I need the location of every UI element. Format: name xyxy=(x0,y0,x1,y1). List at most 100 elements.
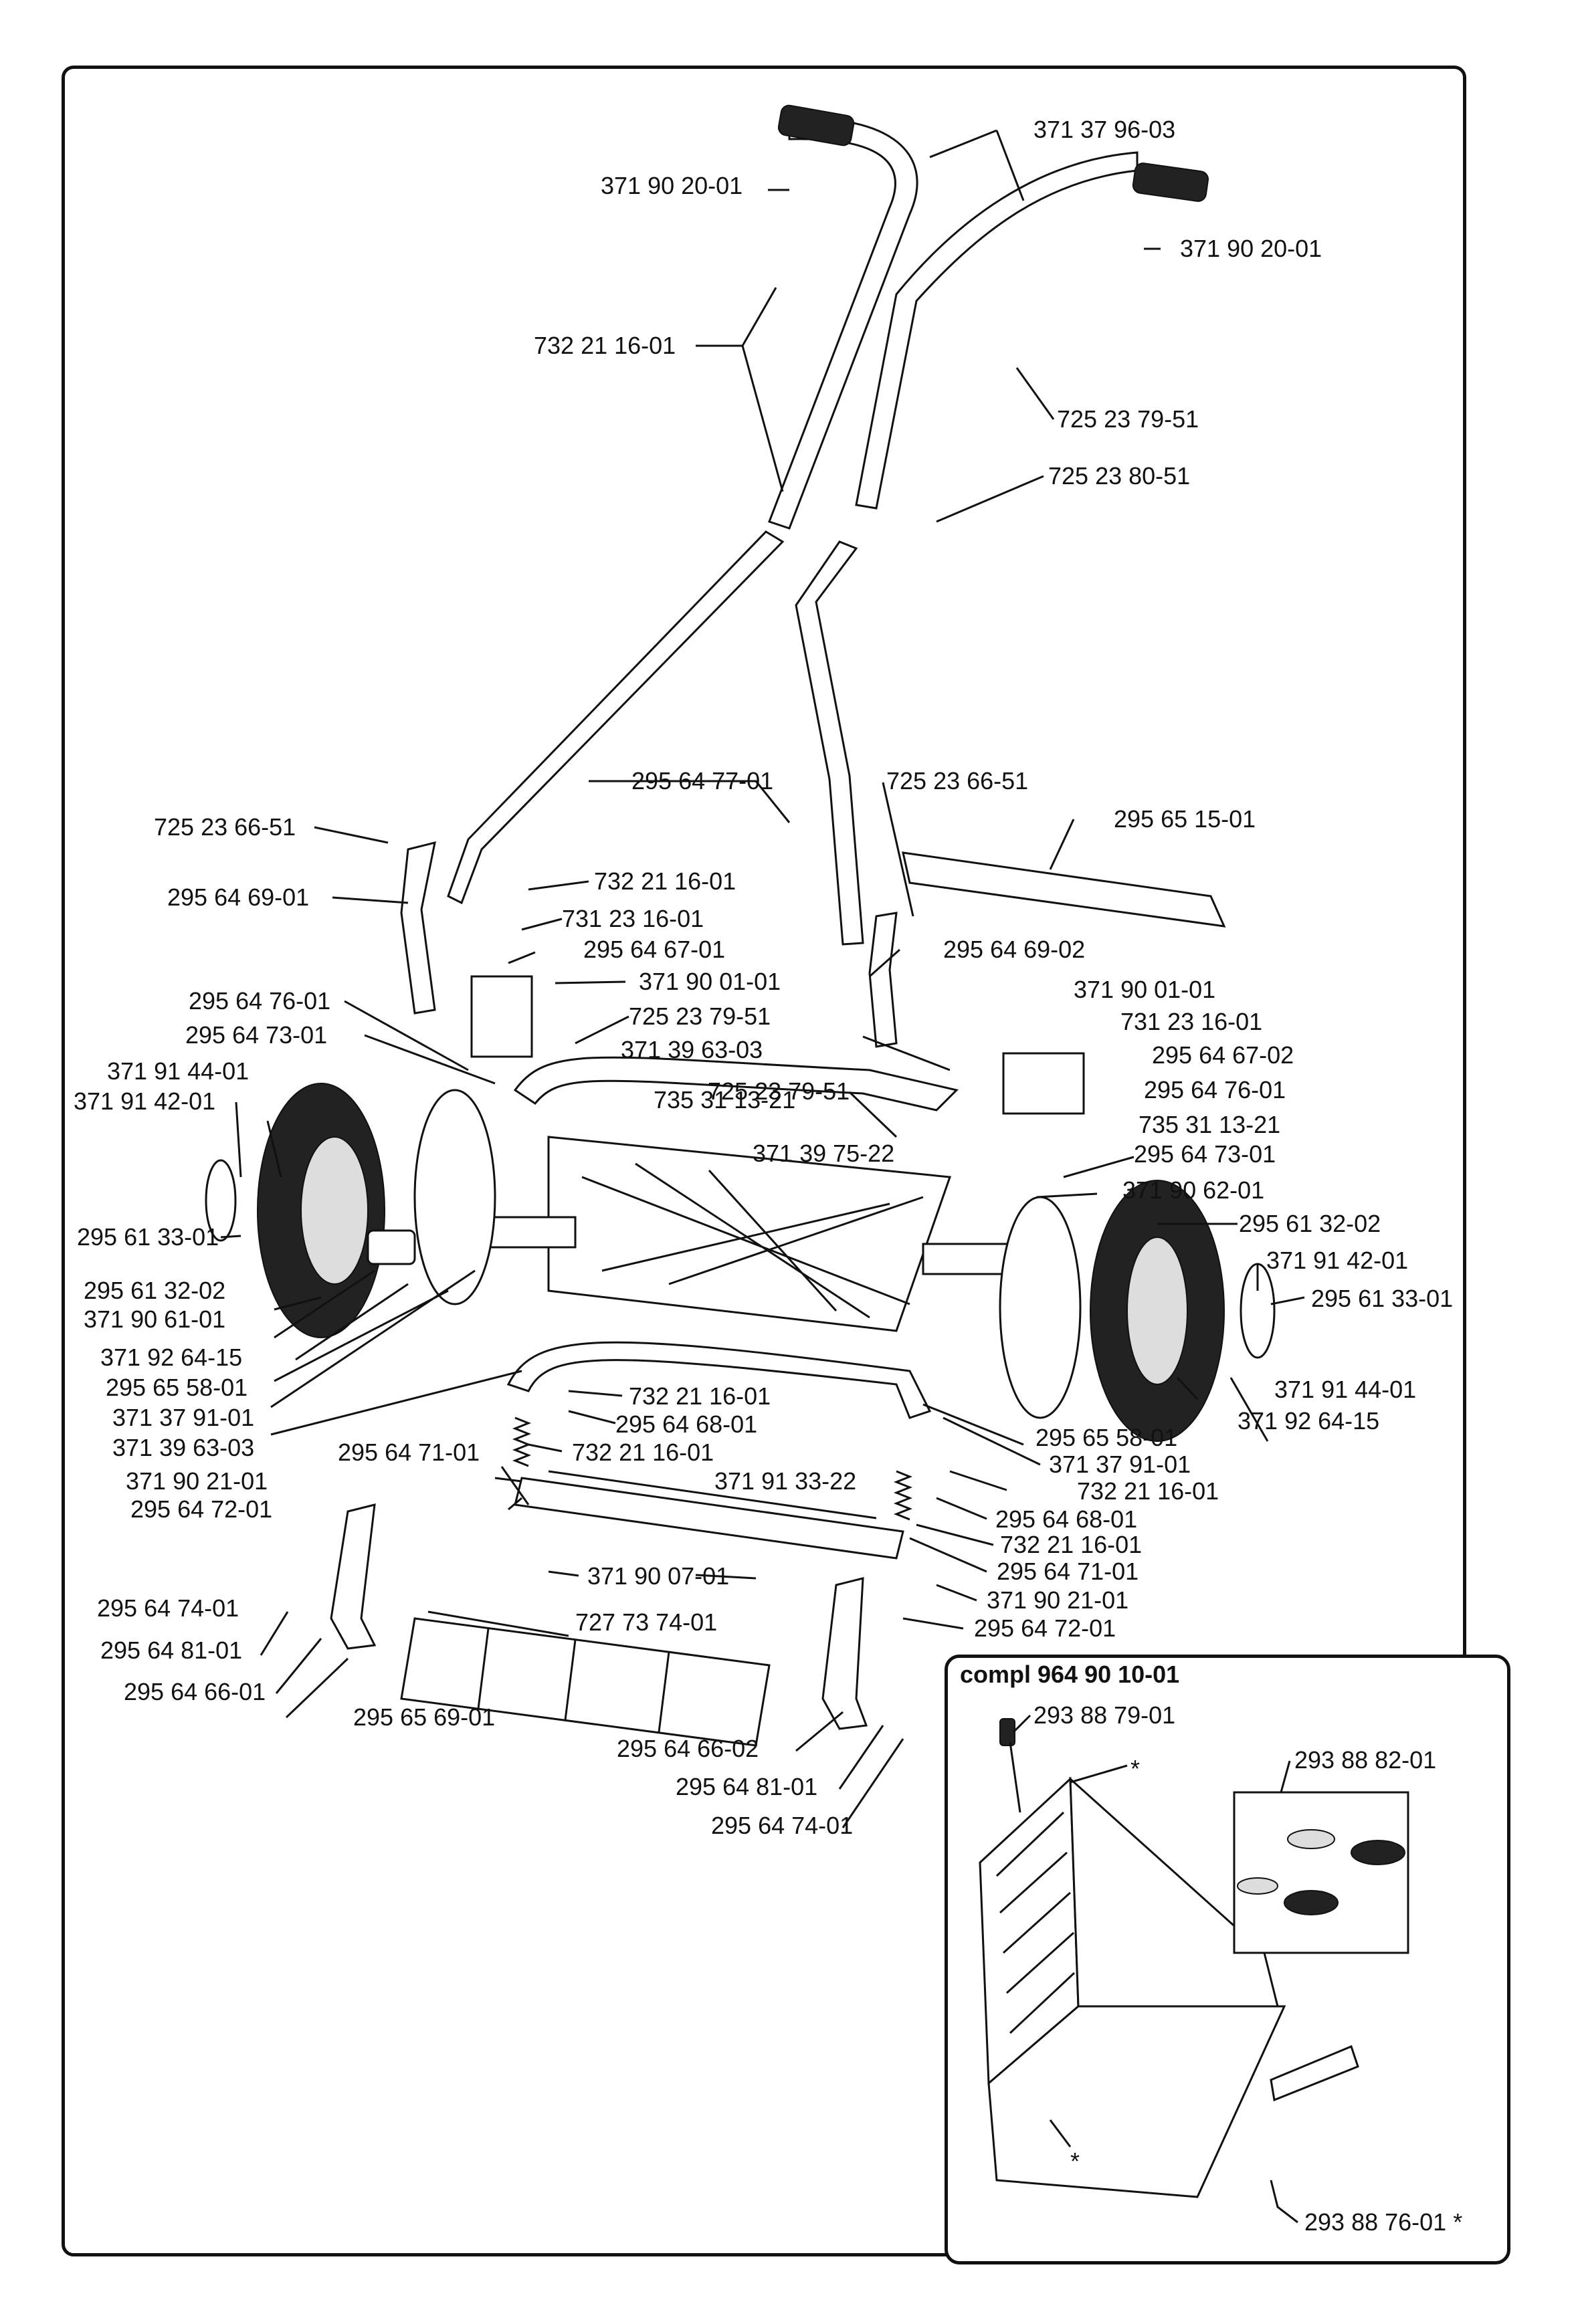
part-label: 295 64 69-01 xyxy=(167,883,310,911)
part-label: 295 64 67-02 xyxy=(1152,1041,1294,1069)
asterisk-marker: * xyxy=(1070,2147,1080,2175)
part-label: 371 92 64-15 xyxy=(100,1344,243,1371)
part-label: 371 91 44-01 xyxy=(107,1057,250,1085)
part-label: 727 73 74-01 xyxy=(575,1608,718,1636)
part-label: 295 65 15-01 xyxy=(1114,805,1256,833)
part-label: 371 91 44-01 xyxy=(1274,1376,1417,1403)
side-plate-left xyxy=(400,841,436,1015)
side-plate-right xyxy=(868,912,898,1048)
part-label: 725 23 80-51 xyxy=(1048,462,1191,490)
part-label: 732 21 16-01 xyxy=(1077,1477,1219,1505)
part-label: 295 64 68-01 xyxy=(615,1410,758,1438)
part-label: 295 64 66-02 xyxy=(617,1735,759,1762)
spring-right xyxy=(893,1470,913,1521)
part-label: 295 64 73-01 xyxy=(1134,1140,1276,1168)
part-label: 295 64 67-01 xyxy=(583,936,726,963)
handle-upper-left xyxy=(768,104,918,530)
part-label: 295 64 77-01 xyxy=(631,767,774,795)
roller-support-left xyxy=(330,1503,377,1650)
part-label: 295 64 72-01 xyxy=(974,1614,1116,1642)
part-label: 295 65 58-01 xyxy=(106,1374,248,1401)
part-label: 725 23 79-51 xyxy=(708,1077,850,1105)
part-label: 295 64 72-01 xyxy=(130,1495,273,1523)
bracket-right xyxy=(1002,1052,1085,1115)
part-label: 731 23 16-01 xyxy=(562,905,704,932)
part-label: 371 92 64-15 xyxy=(1238,1407,1380,1435)
part-label: 371 91 42-01 xyxy=(74,1087,216,1115)
handle-upper-right xyxy=(855,151,1209,510)
part-label: 371 39 75-22 xyxy=(753,1140,895,1167)
part-label: 295 65 58-01 xyxy=(1035,1424,1178,1451)
part-label: 732 21 16-01 xyxy=(1000,1531,1143,1558)
part-label: 293 88 79-01 xyxy=(1033,1701,1176,1729)
part-label: 735 31 13-21 xyxy=(654,1086,796,1114)
handle-lower-right xyxy=(795,540,864,946)
part-label: 371 91 33-22 xyxy=(714,1467,857,1495)
part-label: 731 23 16-01 xyxy=(1120,1008,1263,1035)
part-label: 295 61 33-01 xyxy=(77,1223,219,1251)
part-label: 295 61 33-01 xyxy=(1311,1285,1454,1312)
hubcap-left xyxy=(205,1159,237,1242)
part-label: 295 64 76-01 xyxy=(189,987,331,1015)
part-label: 295 61 32-02 xyxy=(1239,1210,1381,1237)
part-label: 371 90 21-01 xyxy=(126,1467,268,1495)
handle-lower-left xyxy=(447,530,785,905)
part-label: 295 64 76-01 xyxy=(1144,1076,1286,1103)
part-label: 371 39 63-03 xyxy=(112,1434,255,1461)
part-label: 371 90 20-01 xyxy=(1180,235,1322,262)
part-label: 371 90 07-01 xyxy=(587,1562,730,1590)
part-label: 732 21 16-01 xyxy=(629,1382,771,1410)
part-label: 371 90 01-01 xyxy=(1074,976,1216,1003)
part-label: 295 65 69-01 xyxy=(353,1703,496,1731)
asterisk-marker: * xyxy=(1130,1755,1141,1782)
crossbar-upper xyxy=(513,1056,959,1112)
spring-left xyxy=(512,1416,532,1467)
drive-disc-left xyxy=(413,1089,496,1305)
part-label: 725 23 79-51 xyxy=(1057,405,1199,433)
part-label: 371 91 42-01 xyxy=(1266,1247,1409,1274)
roller-support-right xyxy=(821,1577,868,1730)
crossbar-lower xyxy=(506,1341,932,1419)
part-label: 371 39 63-03 xyxy=(621,1036,763,1063)
hardware-kit-parts xyxy=(1237,1829,1405,1915)
part-label: 732 21 16-01 xyxy=(594,867,736,895)
part-label: 371 90 20-01 xyxy=(601,172,743,199)
part-label: 371 90 21-01 xyxy=(987,1586,1129,1614)
part-label: 295 64 81-01 xyxy=(100,1636,243,1664)
part-label: 371 37 91-01 xyxy=(112,1404,255,1431)
part-label: 293 88 82-01 xyxy=(1294,1746,1437,1774)
reel-cylinder xyxy=(480,1136,1031,1332)
grip-left xyxy=(777,104,855,146)
part-label: 371 90 62-01 xyxy=(1122,1176,1265,1204)
part-label: 295 61 32-02 xyxy=(84,1277,226,1304)
leader-lines xyxy=(220,129,1305,1828)
part-label: 295 64 68-01 xyxy=(995,1505,1138,1533)
hardware-kit-box xyxy=(1233,1791,1409,1954)
part-label: 725 23 79-51 xyxy=(629,1002,771,1030)
part-label: 295 64 81-01 xyxy=(676,1773,818,1800)
inset-leader-lines xyxy=(1012,1714,1298,2224)
part-label: 293 88 76-01 * xyxy=(1304,2208,1463,2236)
part-label: 295 64 74-01 xyxy=(711,1812,854,1839)
grip-right xyxy=(1132,163,1209,202)
grass-catcher xyxy=(979,1776,1359,2198)
part-label: 732 21 16-01 xyxy=(534,332,676,359)
part-label: 295 64 73-01 xyxy=(185,1021,328,1049)
roller xyxy=(400,1617,771,1747)
part-label: 732 21 16-01 xyxy=(572,1439,714,1466)
reel-shaft-left xyxy=(480,1216,577,1249)
bed-knife xyxy=(514,1477,904,1560)
part-label: 371 37 96-03 xyxy=(1033,116,1176,143)
catcher-handle-grip xyxy=(999,1718,1015,1746)
shield-bar xyxy=(902,851,1226,928)
inset-title: compl 964 90 10-01 xyxy=(960,1661,1180,1688)
part-label: 371 90 61-01 xyxy=(84,1305,226,1333)
wheel-left xyxy=(205,1083,416,1338)
part-label: 295 64 71-01 xyxy=(338,1439,480,1466)
part-label: 371 90 01-01 xyxy=(639,968,781,995)
part-label: 295 64 71-01 xyxy=(997,1558,1139,1585)
part-label: 725 23 66-51 xyxy=(154,813,296,841)
part-label: 725 23 66-51 xyxy=(886,767,1029,795)
